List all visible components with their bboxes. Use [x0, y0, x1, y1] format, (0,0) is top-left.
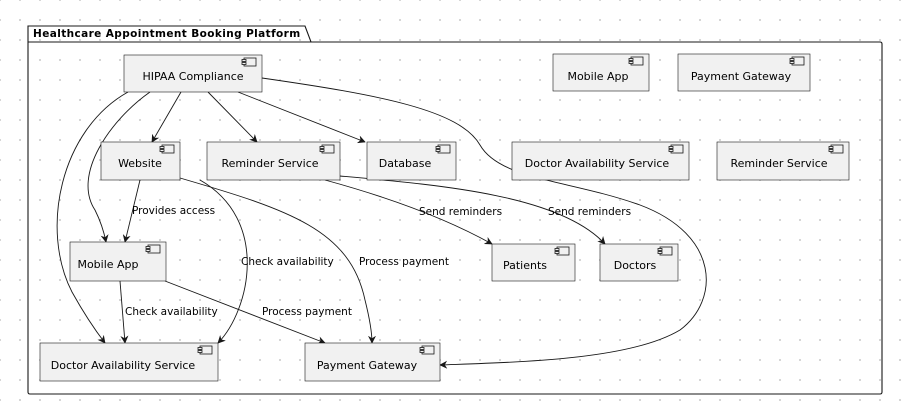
node-label: Doctor Availability Service [525, 157, 670, 170]
node-mobile-app-standalone[interactable]: Mobile App [552, 53, 650, 92]
node-database[interactable]: Database [366, 141, 457, 181]
node-mobile-app[interactable]: Mobile App [69, 241, 167, 282]
node-doctor-availability-service-standalone[interactable]: Doctor Availability Service [511, 141, 690, 181]
node-website[interactable]: Website [100, 141, 181, 181]
edge-label-send-reminders-doctors: Send reminders [548, 206, 631, 218]
node-reminder-service-standalone[interactable]: Reminder Service [716, 141, 850, 181]
edge-website-doctor-availability [199, 179, 248, 344]
edge-hipaa-doctor-availability [56, 91, 129, 344]
edge-label-check-availability-mobile: Check availability [125, 306, 218, 318]
node-label: Database [379, 157, 432, 170]
edges [56, 77, 707, 369]
edge-labels: Provides access Check availability Proce… [125, 205, 631, 318]
edge-label-provides-access: Provides access [132, 205, 215, 217]
node-label: Reminder Service [221, 157, 318, 170]
node-patients[interactable]: Patients [491, 243, 576, 282]
node-label: Mobile App [77, 258, 138, 271]
node-label: Reminder Service [730, 157, 827, 170]
node-label: Website [118, 157, 162, 170]
node-label: Doctor Availability Service [51, 359, 196, 372]
node-payment-gateway[interactable]: Payment Gateway [304, 342, 441, 382]
node-label: Payment Gateway [691, 70, 792, 83]
edge-hipaa-reminder [207, 91, 258, 143]
package-frame: Healthcare Appointment Booking Platform [27, 25, 883, 395]
node-doctor-availability-service[interactable]: Doctor Availability Service [39, 342, 219, 382]
edge-hipaa-payment-gateway [261, 77, 707, 369]
node-label: Payment Gateway [317, 359, 418, 372]
edge-label-send-reminders-patients: Send reminders [419, 206, 502, 218]
edge-label-process-payment-website: Process payment [359, 256, 449, 268]
edge-label-process-payment-mobile: Process payment [262, 306, 352, 318]
package-title: Healthcare Appointment Booking Platform [33, 28, 301, 40]
node-label: Patients [503, 259, 547, 272]
node-doctors[interactable]: Doctors [599, 243, 679, 282]
edge-mobile-doctor-availability [119, 280, 129, 344]
node-hipaa-compliance[interactable]: HIPAA Compliance [123, 54, 263, 93]
edge-hipaa-database [237, 91, 366, 144]
edge-hipaa-mobile-app [87, 91, 151, 243]
node-reminder-service[interactable]: Reminder Service [206, 141, 341, 181]
node-label: HIPAA Compliance [142, 70, 243, 83]
node-payment-gateway-standalone[interactable]: Payment Gateway [677, 53, 811, 92]
node-label: Mobile App [567, 70, 628, 83]
node-label: Doctors [614, 259, 657, 272]
edge-website-mobile-app [122, 179, 141, 243]
edge-hipaa-website [151, 91, 182, 143]
edge-mobile-payment-gateway [164, 280, 326, 345]
edge-website-payment-gateway [179, 177, 376, 344]
edge-label-check-availability-website: Check availability [241, 256, 334, 268]
edge-reminder-patients [324, 179, 493, 245]
